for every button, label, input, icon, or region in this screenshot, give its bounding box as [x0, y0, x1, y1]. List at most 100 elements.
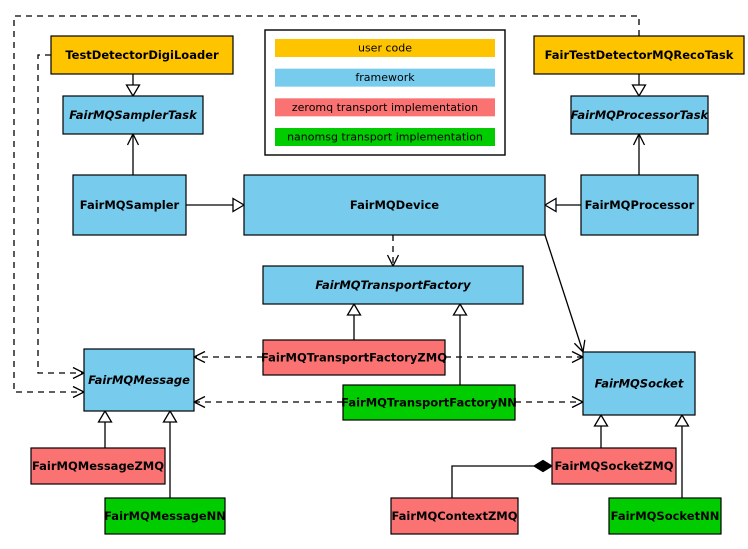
hollow-triangle-arrowhead-icon	[125, 84, 141, 98]
edge-line	[451, 465, 534, 498]
edge-generalization	[543, 197, 581, 213]
edges-layer	[13, 15, 690, 498]
class-node-FairMQMessageZMQ[interactable]: FairMQMessageZMQ	[30, 447, 166, 485]
class-box[interactable]	[262, 265, 524, 305]
class-node-FairMQSamplerTask[interactable]: FairMQSamplerTask	[62, 95, 204, 135]
hollow-triangle-arrowhead-icon	[543, 197, 557, 213]
class-name-label: FairMQProcessor	[585, 198, 695, 212]
class-name-label: FairMQMessageZMQ	[32, 459, 164, 473]
class-box[interactable]	[262, 339, 446, 376]
class-name-label: FairTestDetectorMQRecoTask	[545, 48, 734, 62]
class-box[interactable]	[342, 384, 516, 421]
nodes-layer: TestDetectorDigiLoaderFairMQSamplerTaskF…	[30, 35, 745, 535]
class-name-label: FairMQSampler	[80, 198, 180, 212]
edge-generalization	[162, 409, 178, 498]
filled-diamond-composition-icon	[532, 459, 554, 473]
edge-generalization	[593, 413, 609, 448]
class-box[interactable]	[390, 497, 519, 535]
class-name-label: FairMQSocketZMQ	[555, 459, 674, 473]
class-name-label: FairMQMessageNN	[104, 509, 226, 523]
class-node-FairMQSampler[interactable]: FairMQSampler	[72, 174, 187, 236]
hollow-triangle-arrowhead-icon	[631, 84, 647, 98]
class-box[interactable]	[582, 351, 696, 416]
class-name-label: FairMQSocketNN	[611, 509, 720, 523]
class-node-FairMQSocketZMQ[interactable]: FairMQSocketZMQ	[551, 447, 677, 485]
hollow-triangle-arrowhead-icon	[97, 409, 113, 423]
class-node-FairMQProcessor[interactable]: FairMQProcessor	[580, 174, 699, 236]
edge-dependency	[386, 235, 400, 268]
edge-dependency	[515, 395, 585, 409]
class-name-label: FairMQDevice	[350, 198, 439, 212]
class-node-FairMQTransportFactory[interactable]: FairMQTransportFactory	[262, 265, 524, 305]
legend-label: framework	[355, 71, 415, 84]
edge-generalization	[186, 197, 246, 213]
edge-generalization	[97, 409, 113, 448]
class-name-label: FairMQContextZMQ	[391, 509, 517, 523]
class-name-label: FairMQSamplerTask	[69, 108, 198, 122]
legend-item-user_code: user code	[275, 39, 495, 57]
edge-line	[13, 15, 640, 393]
legend-swatch-user_code	[275, 39, 495, 57]
class-box[interactable]	[83, 348, 195, 412]
legend-label: zeromq transport implementation	[292, 101, 478, 114]
class-box[interactable]	[551, 447, 677, 485]
legend-label: nanomsg transport implementation	[287, 131, 483, 144]
class-node-FairMQDevice[interactable]: FairMQDevice	[243, 174, 546, 236]
class-node-FairMQContextZMQ[interactable]: FairMQContextZMQ	[390, 497, 519, 535]
class-node-FairMQMessageNN[interactable]: FairMQMessageNN	[104, 497, 226, 535]
edge-dependency	[192, 350, 263, 364]
legend-item-nanomsg: nanomsg transport implementation	[275, 128, 495, 146]
edge-dependency	[192, 395, 343, 409]
hollow-triangle-arrowhead-icon	[346, 302, 362, 316]
class-node-FairMQMessage[interactable]: FairMQMessage	[83, 348, 195, 412]
legend-swatch-zeromq	[275, 98, 495, 117]
edge-dependency	[544, 234, 586, 354]
hollow-triangle-arrowhead-icon	[593, 413, 609, 427]
class-node-FairMQSocket[interactable]: FairMQSocket	[582, 351, 696, 416]
class-box[interactable]	[533, 35, 745, 75]
legend-item-framework: framework	[275, 68, 495, 87]
class-box[interactable]	[243, 174, 546, 236]
class-name-label: FairMQMessage	[88, 373, 190, 387]
edge-dependency	[445, 350, 585, 364]
class-name-label: FairMQTransportFactory	[315, 278, 471, 292]
legend-swatch-nanomsg	[275, 128, 495, 146]
hollow-triangle-arrowhead-icon	[674, 413, 690, 427]
legend-layer: user code framework zeromq transport imple…	[264, 29, 506, 156]
edge-composition	[451, 459, 554, 498]
hollow-triangle-arrowhead-icon	[162, 409, 178, 423]
class-name-label: FairMQTransportFactoryZMQ	[261, 351, 447, 365]
class-name-label: TestDetectorDigiLoader	[65, 48, 219, 62]
class-name-label: FairMQSocket	[595, 377, 684, 391]
class-box[interactable]	[580, 174, 699, 236]
edge-generalization	[452, 302, 468, 385]
class-node-FairMQTransportFactoryNN[interactable]: FairMQTransportFactoryNN	[341, 384, 517, 421]
edge-generalization	[631, 74, 647, 98]
class-node-TestDetectorDigiLoader[interactable]: TestDetectorDigiLoader	[50, 35, 234, 75]
edge-generalization	[125, 74, 141, 98]
class-node-FairMQSocketNN[interactable]: FairMQSocketNN	[608, 497, 722, 535]
edge-association	[632, 132, 646, 175]
edge-generalization	[346, 302, 362, 340]
legend-item-zeromq: zeromq transport implementation	[275, 98, 495, 117]
class-name-label: FairMQTransportFactoryNN	[341, 396, 517, 410]
class-node-FairMQTransportFactoryZMQ[interactable]: FairMQTransportFactoryZMQ	[261, 339, 447, 376]
class-box[interactable]	[570, 95, 709, 135]
hollow-triangle-arrowhead-icon	[232, 197, 246, 213]
class-node-FairMQProcessorTask[interactable]: FairMQProcessorTask	[570, 95, 710, 135]
edge-association	[126, 132, 140, 175]
class-name-label: FairMQProcessorTask	[571, 108, 710, 122]
legend-swatch-framework	[275, 68, 495, 87]
edge-line	[37, 54, 84, 374]
class-box[interactable]	[608, 497, 722, 535]
class-box[interactable]	[30, 447, 166, 485]
edge-generalization	[674, 413, 690, 498]
class-box[interactable]	[62, 95, 204, 135]
hollow-triangle-arrowhead-icon	[452, 302, 468, 316]
class-box[interactable]	[72, 174, 187, 236]
class-box[interactable]	[50, 35, 234, 75]
class-node-FairTestDetectorMQRecoTask[interactable]: FairTestDetectorMQRecoTask	[533, 35, 745, 75]
class-box[interactable]	[104, 497, 226, 535]
